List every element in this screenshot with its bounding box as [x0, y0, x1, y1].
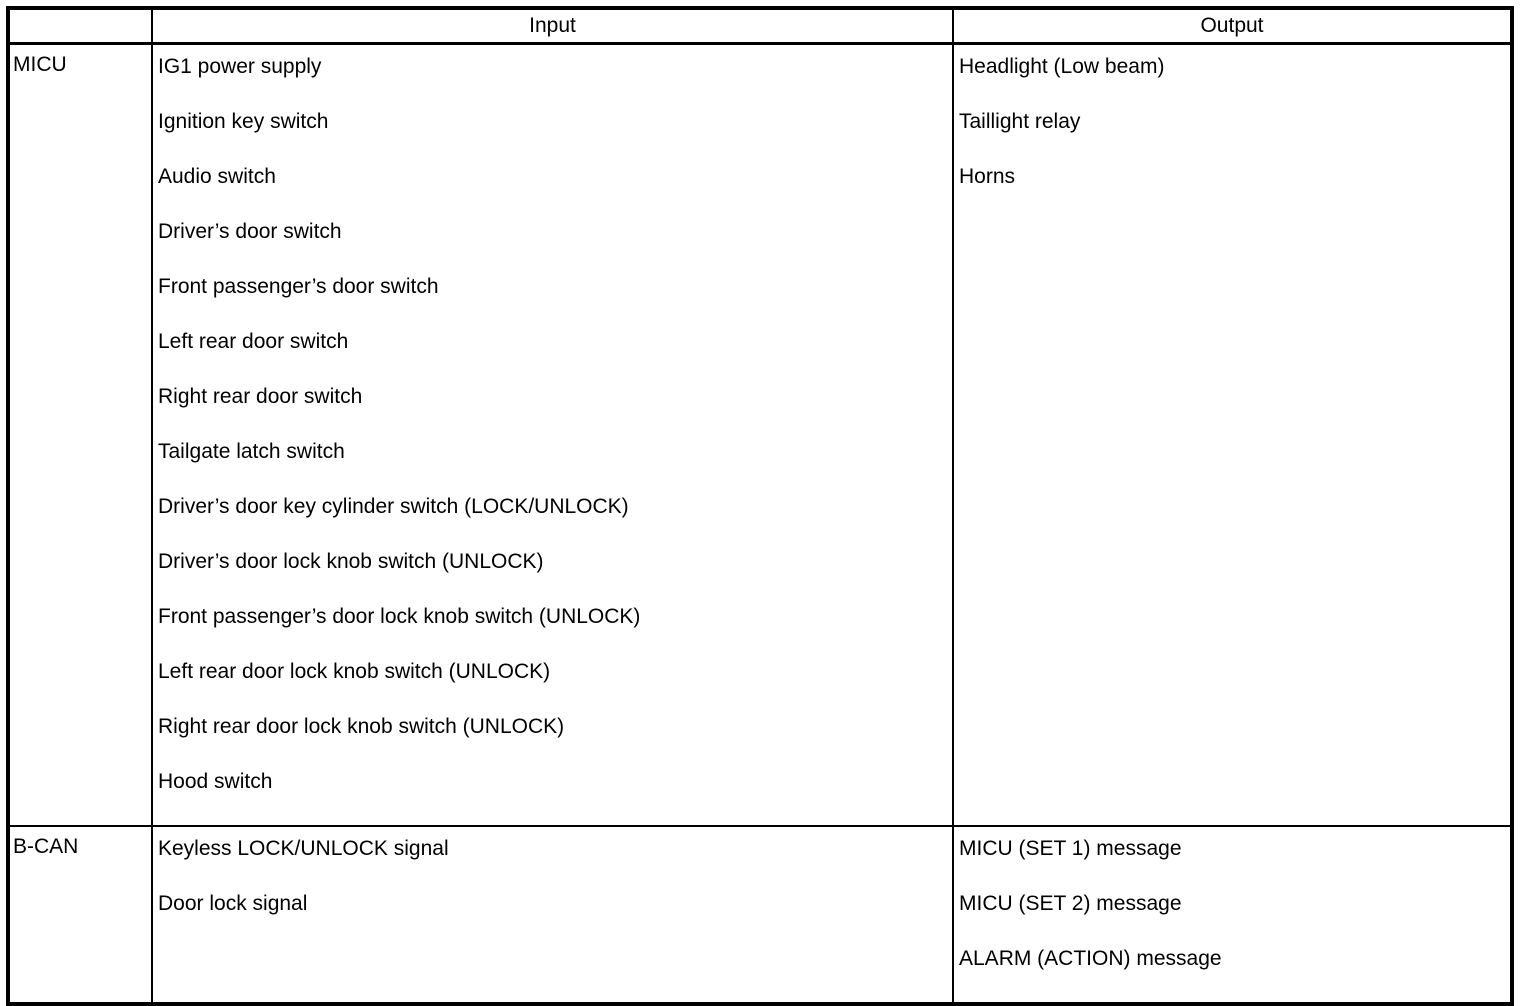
output-item: MICU (SET 1) message: [959, 837, 1182, 860]
input-item: Audio switch: [158, 165, 276, 188]
micu-outputs-cell: Headlight (Low beam) Taillight relay Hor…: [952, 42, 1513, 827]
input-item: Left rear door lock knob switch (UNLOCK): [158, 660, 551, 683]
input-item: Hood switch: [158, 770, 273, 793]
input-item: Left rear door switch: [158, 330, 349, 353]
header-row: Input Output: [7, 7, 1513, 45]
row-label-micu: MICU: [7, 42, 153, 827]
bcan-outputs-cell: MICU (SET 1) message MICU (SET 2) messag…: [952, 825, 1513, 1005]
output-item: Horns: [959, 165, 1016, 188]
input-item: Door lock signal: [158, 892, 308, 915]
micu-inputs-cell: IG1 power supply Ignition key switch Aud…: [151, 42, 954, 827]
output-item: Taillight relay: [959, 110, 1081, 133]
input-item: Right rear door switch: [158, 385, 363, 408]
input-item: Ignition key switch: [158, 110, 329, 133]
input-item: Keyless LOCK/UNLOCK signal: [158, 837, 449, 860]
header-cell-output: Output: [952, 7, 1513, 45]
bcan-inputs-cell: Keyless LOCK/UNLOCK signal Door lock sig…: [151, 825, 954, 1005]
output-item: MICU (SET 2) message: [959, 892, 1182, 915]
input-item: Right rear door lock knob switch (UNLOCK…: [158, 715, 565, 738]
input-item: Driver’s door key cylinder switch (LOCK/…: [158, 495, 629, 518]
header-cell-empty: [7, 7, 153, 45]
input-item: Front passenger’s door lock knob switch …: [158, 605, 641, 628]
row-label-bcan: B-CAN: [7, 825, 153, 1005]
table-row-micu: MICU IG1 power supply Ignition key switc…: [7, 42, 1513, 827]
input-item: Driver’s door lock knob switch (UNLOCK): [158, 550, 544, 573]
input-item: Front passenger’s door switch: [158, 275, 439, 298]
output-item: Headlight (Low beam): [959, 55, 1165, 78]
input-item: Tailgate latch switch: [158, 440, 345, 463]
output-item: ALARM (ACTION) message: [959, 947, 1222, 970]
input-output-table: Input Output MICU IG1 power supply Ignit…: [6, 6, 1514, 1006]
input-item: Driver’s door switch: [158, 220, 342, 243]
input-item: IG1 power supply: [158, 55, 322, 78]
table-row-bcan: B-CAN Keyless LOCK/UNLOCK signal Door lo…: [7, 825, 1513, 1005]
header-cell-input: Input: [151, 7, 954, 45]
